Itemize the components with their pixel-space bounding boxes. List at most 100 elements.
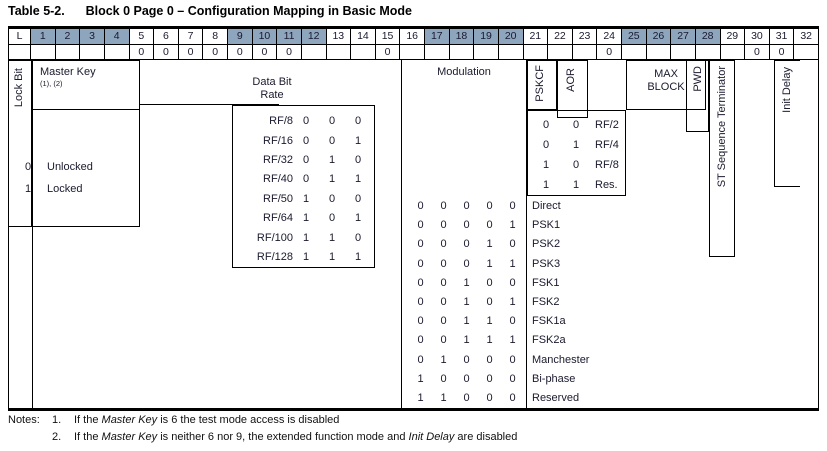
data-bit-rate-bit: 1 [328,153,336,166]
st-sequence-terminator-box [709,60,735,257]
bit-header-29: 29 [720,29,746,45]
data-bit-rate-bit: 0 [354,153,362,166]
modulation-bit: 1 [486,238,493,251]
bit-header-20: 20 [498,29,524,45]
pskcf-label-value: RF/4 [595,138,619,151]
bit-zero-24: 0 [597,45,622,60]
modulation-bit: 1 [486,315,493,328]
modulation-label: Modulation [437,66,491,78]
data-bit-rate-bit: 0 [354,192,362,205]
modulation-name: PSK2 [532,238,561,251]
bit-header-19: 19 [474,29,499,45]
modulation-bit: 1 [463,334,470,347]
aor-box [557,60,588,118]
modulation-bit: 0 [509,200,516,213]
bit-zero-7: 0 [178,45,204,60]
bit-header-27: 27 [671,29,696,45]
bit-header-5: 5 [129,29,155,45]
data-bit-rate-name: RF/16 [263,134,293,147]
modulation-bit: 0 [440,334,447,347]
lock-bit-label: Lock Bit [13,68,25,108]
note-text-1: If the Master Key is 6 the test mode acc… [74,414,340,426]
pskcf-bit: 0 [572,118,580,131]
lock-bit-state: Unlocked [47,160,93,173]
pskcf-bit: 1 [542,178,550,191]
modulation-bit: 1 [486,257,493,270]
pskcf-row: 1 1 Res. [531,175,619,195]
modulation-bit: 0 [417,257,424,270]
pskcf-label: PSKCF [534,65,546,102]
st-sequence-terminator-label: ST Sequence Terminator [716,66,728,188]
bit-header-17: 17 [425,29,450,45]
modulation-bit: 1 [463,296,470,309]
data-bit-rate-bit: 0 [354,115,362,128]
pskcf-bit: 1 [572,178,580,191]
bit-zero-1 [31,45,56,60]
modulation-bit: 0 [486,219,493,232]
data-bit-rate-name: RF/40 [263,173,293,186]
modulation-bit: 1 [463,315,470,328]
modulation-bit: 0 [440,276,447,289]
bit-zero-17 [425,45,450,60]
note-text-2: If the Master Key is neither 6 nor 9, th… [74,431,518,443]
pskcf-label-value: RF/8 [595,158,619,171]
bit-header-28: 28 [695,29,721,45]
bit-header-18: 18 [449,29,475,45]
bit-header-24: 24 [597,29,622,45]
bit-zero-25 [622,45,647,60]
modulation-bit: 0 [417,238,424,251]
bit-header-9: 9 [228,29,253,45]
modulation-name: Bi-phase [532,372,576,385]
modulation-name: FSK1 [532,276,560,289]
title-rule [8,26,819,29]
data-bit-rate-bit: 0 [328,192,336,205]
data-bit-rate-bit: 1 [328,250,336,263]
bit-header-14: 14 [351,29,376,45]
modulation-name: Reserved [532,391,580,404]
modulation-bit: 0 [417,276,424,289]
notes-section: Notes: 1. If the Master Key is 6 the tes… [8,414,819,448]
modulation-bit: 0 [509,238,516,251]
pskcf-label-value: Res. [595,178,618,191]
data-bit-rate-bit: 0 [302,153,310,166]
data-bit-rate-bit: 1 [302,250,310,263]
modulation-bit: 1 [509,334,516,347]
modulation-bit: 0 [440,200,447,213]
pskcf-bit: 0 [542,118,550,131]
data-bit-rate-bit: 1 [302,192,310,205]
modulation-name: PSK3 [532,257,561,270]
modulation-bit: 0 [463,391,470,404]
bit-header-31: 31 [769,29,795,45]
bit-zero-4 [104,45,130,60]
modulation-bit: 0 [509,353,516,366]
aor-label: AOR [565,68,577,92]
modulation-bit: 1 [509,257,516,270]
modulation-bit: 0 [417,334,424,347]
modulation-bit: 0 [486,372,493,385]
bit-zero-22 [548,45,573,60]
modulation-name: PSK1 [532,219,561,232]
modulation-bit: 0 [486,353,493,366]
modulation-bit: 0 [486,296,493,309]
bit-zero-9: 0 [228,45,253,60]
bit-header-15: 15 [375,29,401,45]
modulation-bit: 0 [417,219,424,232]
modulation-bit: 0 [509,391,516,404]
bit-zero-15: 0 [375,45,401,60]
init-delay-box [774,60,800,187]
max-block-label: MAX BLOCK [647,68,685,93]
bit-zero-27 [671,45,696,60]
